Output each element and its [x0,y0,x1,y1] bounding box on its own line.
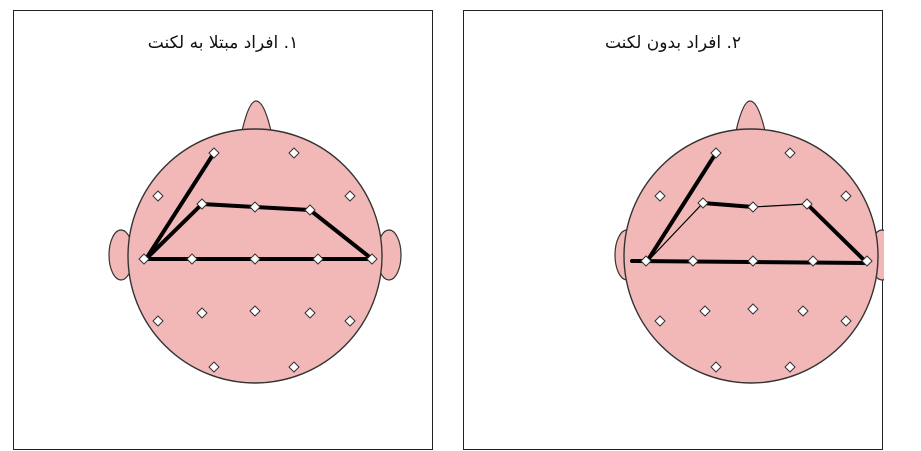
panel-stuttering: ۱. افراد مبتلا به لکنت [13,10,433,450]
head-diagram [14,11,434,451]
panel-non-stuttering: ۲. افراد بدون لکنت [463,10,883,450]
head-outline [624,129,878,383]
nose-shape [242,101,271,131]
nose-shape [736,101,765,131]
head-diagram [464,11,884,451]
